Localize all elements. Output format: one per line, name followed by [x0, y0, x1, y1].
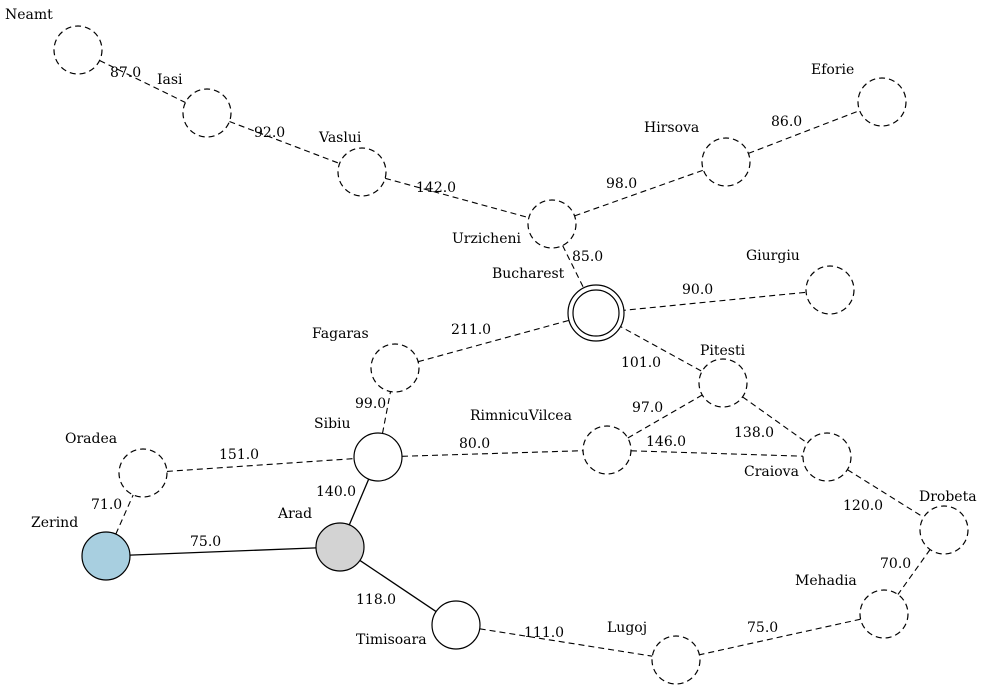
edge-weight-label: 97.0: [632, 400, 663, 416]
city-label-craiova: Craiova: [744, 464, 799, 480]
edge-bucharest-giurgiu: [619, 291, 807, 312]
node-neamt[interactable]: [53, 25, 103, 75]
city-label-giurgiu: Giurgiu: [746, 248, 800, 264]
node-mehadia[interactable]: [859, 589, 909, 639]
edge-arad-sibiu: [348, 478, 370, 526]
node-pitesti[interactable]: [698, 358, 748, 408]
edge-weight-label: 111.0: [524, 625, 564, 641]
edge-urzicheni-hirsova: [574, 169, 704, 217]
edge-weight-label: 118.0: [356, 592, 396, 608]
edge-sibiu-fagaras: [381, 391, 392, 434]
city-label-pitesti: Pitesti: [700, 343, 746, 359]
node-giurgiu[interactable]: [805, 265, 855, 315]
edge-weight-label: 70.0: [880, 556, 911, 572]
edge-weight-label: 99.0: [355, 396, 386, 412]
node-arad[interactable]: [315, 522, 365, 572]
edge-hirsova-eforie: [748, 110, 860, 154]
city-label-lugoj: Lugoj: [607, 620, 647, 636]
node-vaslui[interactable]: [337, 147, 387, 197]
city-label-zerind: Zerind: [31, 515, 78, 531]
city-label-rimnicuvilcea: RimnicuVilcea: [470, 408, 572, 424]
edge-weight-label: 75.0: [190, 534, 221, 550]
edge-weight-label: 92.0: [254, 125, 285, 141]
edge-rimnicuvilcea-pitesti: [627, 394, 703, 439]
city-label-neamt: Neamt: [5, 7, 53, 23]
edge-weight-label: 211.0: [451, 322, 491, 338]
edge-neamt-iasi: [99, 60, 186, 103]
edge-weight-label: 87.0: [110, 65, 141, 81]
city-label-timisoara: Timisoara: [356, 632, 427, 648]
city-label-hirsova: Hirsova: [644, 120, 699, 136]
edge-zerind-oradea: [115, 494, 134, 535]
edge-weight-label: 140.0: [316, 484, 356, 500]
node-iasi[interactable]: [182, 88, 232, 138]
node-zerind[interactable]: [81, 531, 131, 581]
node-drobeta[interactable]: [919, 505, 969, 555]
node-sibiu[interactable]: [353, 432, 403, 482]
city-label-mehadia: Mehadia: [795, 573, 857, 589]
node-oradea[interactable]: [118, 448, 168, 498]
city-label-iasi: Iasi: [157, 72, 183, 88]
edges-layer: [99, 60, 931, 657]
node-hirsova[interactable]: [701, 137, 751, 187]
node-lugoj[interactable]: [651, 635, 701, 685]
edge-craiova-drobeta: [847, 469, 924, 518]
edge-mehadia-lugoj: [699, 618, 861, 656]
edge-weight-label: 98.0: [606, 176, 637, 192]
edge-weight-label: 138.0: [734, 425, 774, 441]
city-label-eforie: Eforie: [811, 62, 854, 78]
edge-labels-layer: 87.0 92.0 142.0 98.0 86.0 85.0 90.0 211.0 101.0 9…: [91, 65, 911, 641]
edge-timisoara-lugoj: [479, 628, 653, 657]
city-label-drobeta: Drobeta: [919, 489, 977, 505]
city-label-fagaras: Fagaras: [312, 326, 369, 342]
edge-oradea-sibiu: [166, 458, 355, 472]
city-label-vaslui: Vaslui: [318, 130, 362, 146]
edge-pitesti-craiova: [742, 396, 808, 444]
edge-zerind-arad: [129, 547, 317, 556]
node-bucharest[interactable]: [567, 284, 625, 342]
node-eforie[interactable]: [857, 77, 907, 127]
edge-weight-label: 71.0: [91, 497, 122, 513]
edge-weight-label: 90.0: [682, 282, 713, 298]
edge-weight-label: 120.0: [843, 498, 883, 514]
edge-sibiu-rimnicuvilcea: [401, 450, 584, 457]
edge-urzicheni-bucharest: [562, 245, 586, 292]
node-fagaras[interactable]: [370, 343, 420, 393]
city-label-urzicheni: Urzicheni: [452, 231, 522, 247]
edge-weight-label: 101.0: [621, 355, 661, 371]
node-rimnicuvilcea[interactable]: [582, 425, 632, 475]
edge-weight-label: 142.0: [416, 180, 456, 196]
edge-weight-label: 80.0: [459, 436, 490, 452]
edge-weight-label: 146.0: [646, 434, 686, 450]
edge-weight-label: 151.0: [219, 447, 259, 463]
edge-weight-label: 75.0: [747, 620, 778, 636]
edge-fagaras-bucharest: [417, 318, 574, 363]
nodes-layer: [53, 25, 969, 685]
goal-ring: [572, 289, 620, 337]
city-label-sibiu: Sibiu: [314, 416, 351, 432]
node-urzicheni[interactable]: [527, 199, 577, 249]
edge-weight-label: 85.0: [572, 249, 603, 265]
edge-rimnicuvilcea-craiova: [630, 450, 804, 457]
edge-vaslui-urzicheni: [384, 177, 530, 219]
node-craiova[interactable]: [802, 432, 852, 482]
city-label-arad: Arad: [277, 506, 312, 522]
city-label-bucharest: Bucharest: [492, 266, 565, 282]
node-timisoara[interactable]: [431, 600, 481, 650]
edge-arad-timisoara: [359, 559, 437, 613]
city-label-oradea: Oradea: [65, 431, 117, 447]
edge-weight-label: 86.0: [771, 114, 802, 130]
edge-bucharest-pitesti: [616, 324, 703, 372]
